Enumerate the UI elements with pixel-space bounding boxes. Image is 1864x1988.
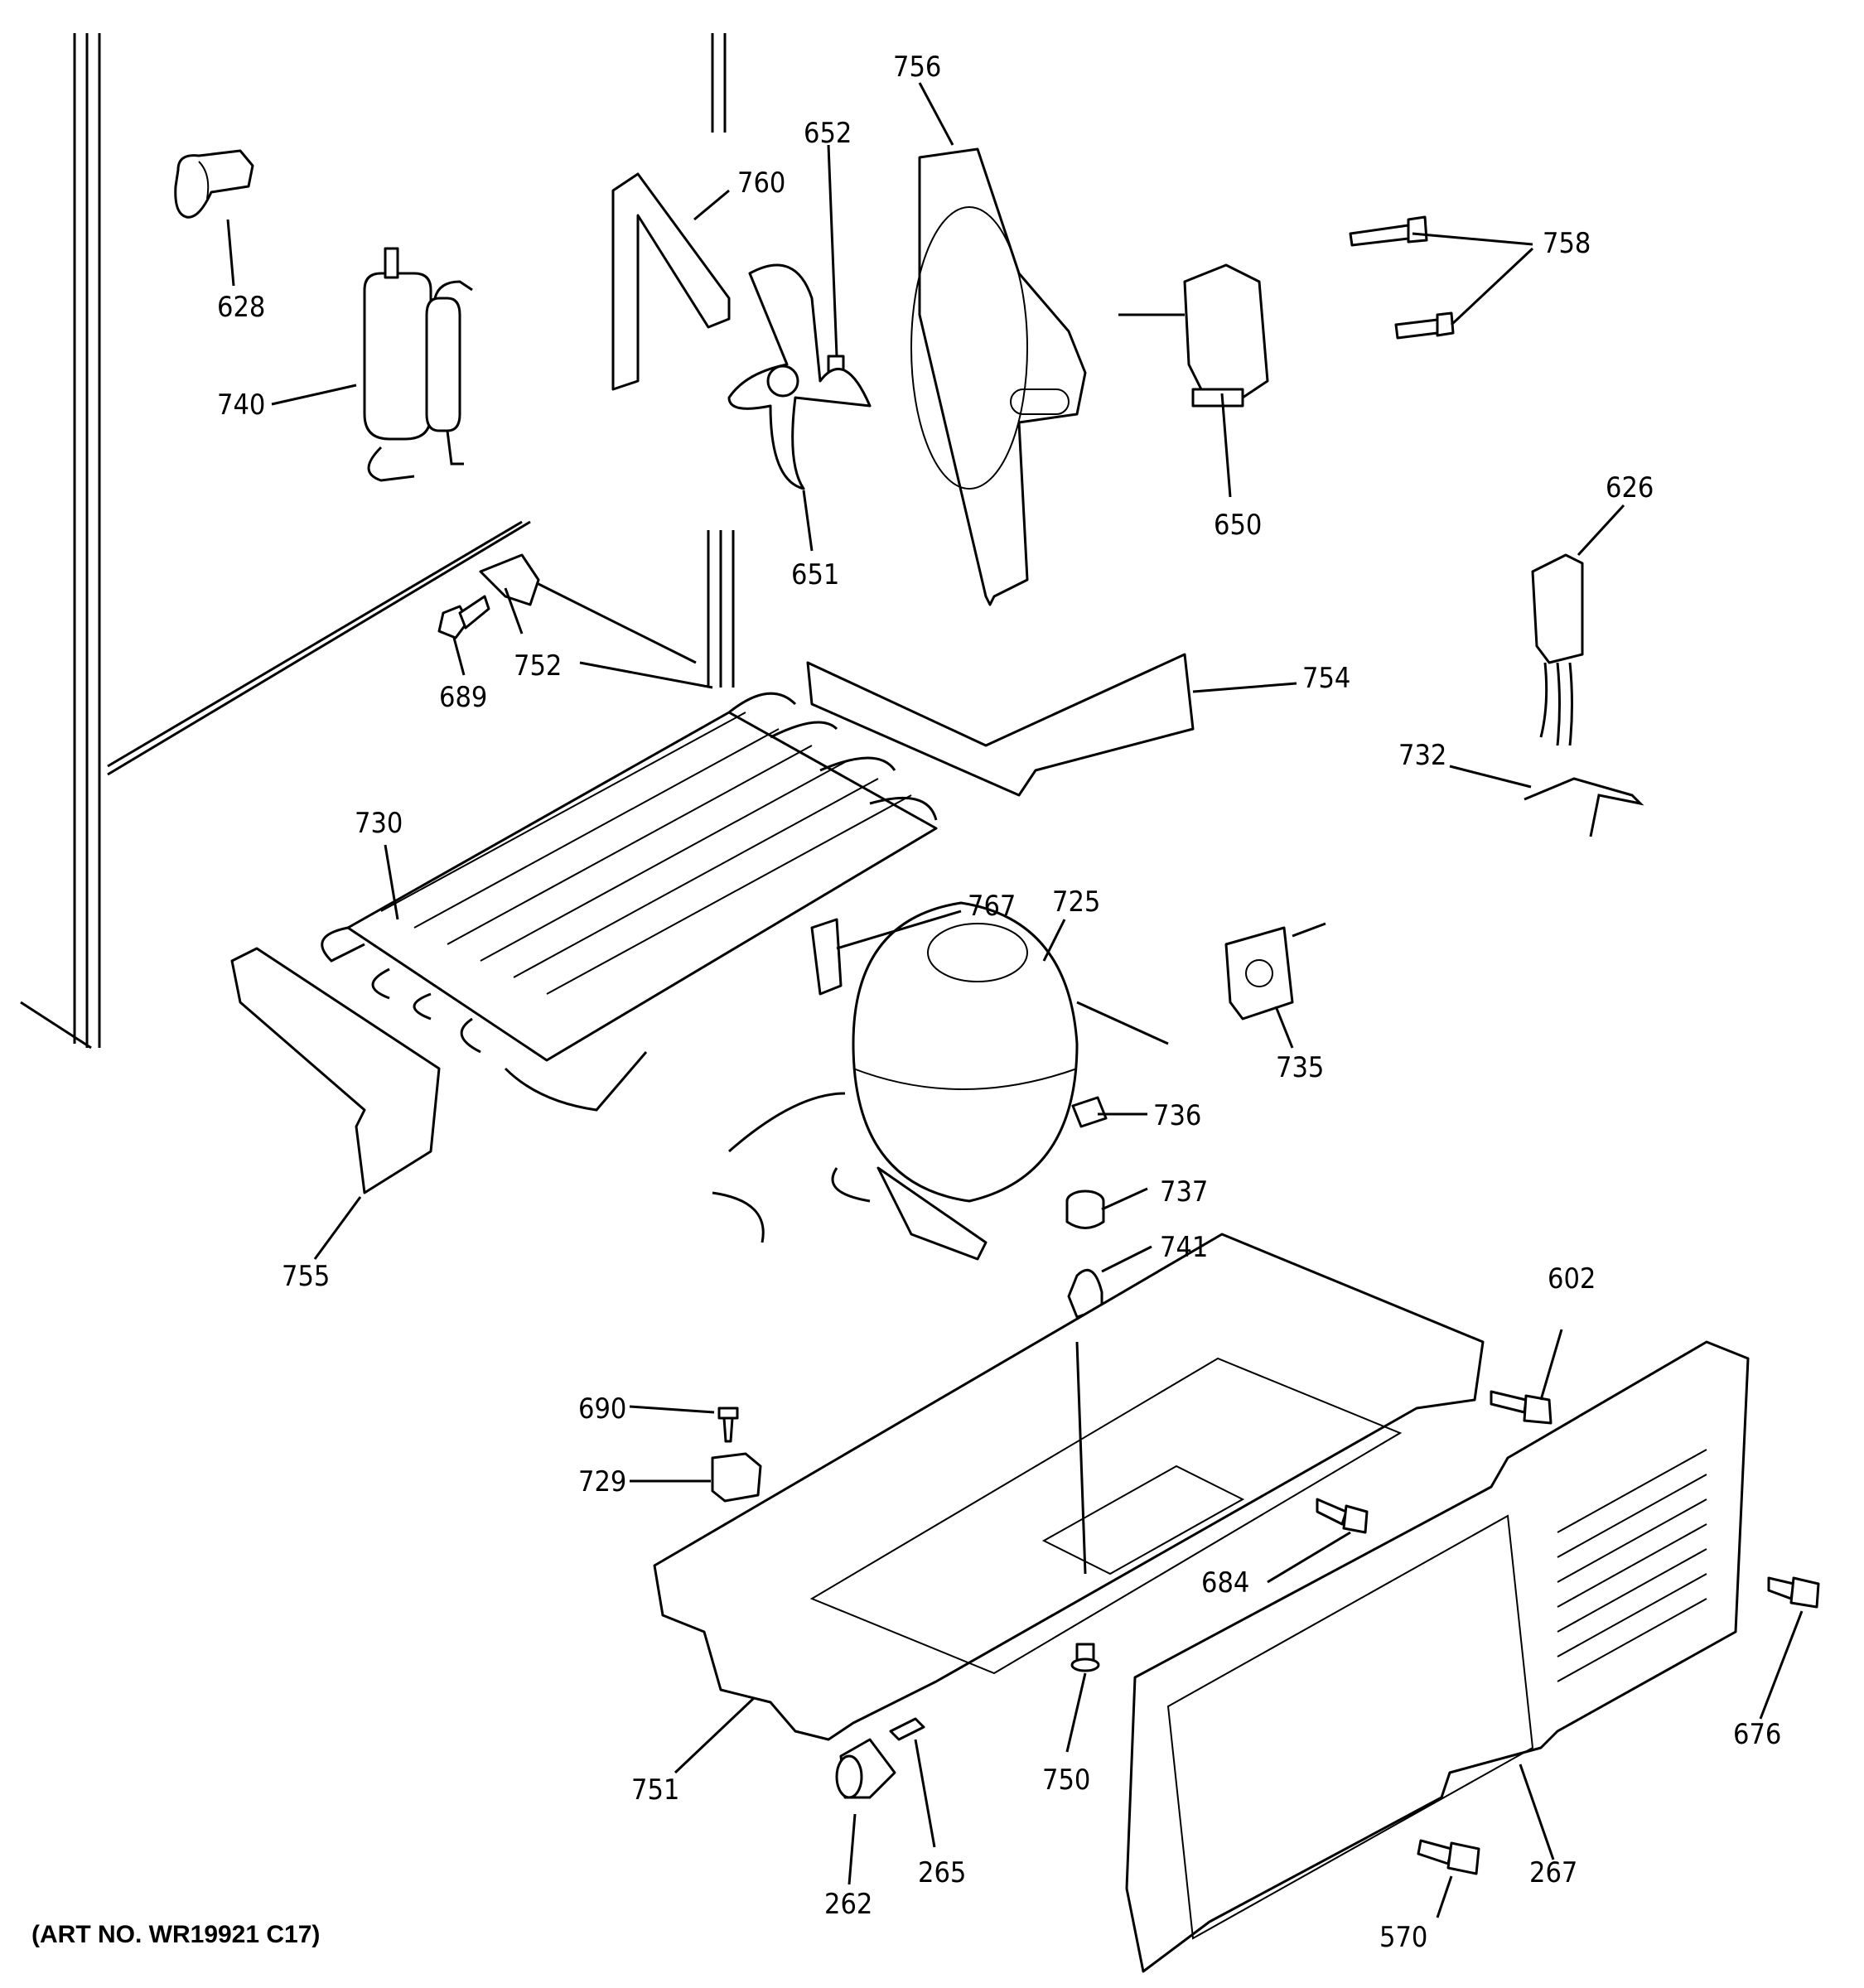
part-754-bracket [806, 653, 1195, 797]
part-689-bolt [437, 595, 490, 639]
label-735: 735 [1276, 1051, 1324, 1084]
part-265-axle [889, 1717, 925, 1741]
leader-lines [226, 82, 1804, 1918]
label-650: 650 [1214, 509, 1262, 542]
label-767: 767 [968, 890, 1016, 923]
label-741: 741 [1160, 1231, 1208, 1264]
part-labels: 628 740 760 652 651 756 650 758 626 752 … [217, 51, 1781, 1954]
part-725-compressor [712, 901, 1169, 1261]
part-760-bracket [611, 172, 731, 391]
art-number: (ART NO. WR19921 C17) [31, 1921, 320, 1948]
label-626: 626 [1606, 471, 1654, 504]
label-684: 684 [1201, 1566, 1249, 1600]
part-732-clip [1524, 777, 1644, 837]
label-754: 754 [1302, 662, 1350, 695]
part-736-clip [1071, 1096, 1108, 1128]
label-265: 265 [918, 1856, 966, 1889]
label-760: 760 [737, 166, 785, 200]
part-267-access-panel [1125, 1340, 1750, 1973]
part-756-shroud [910, 147, 1087, 606]
label-570: 570 [1379, 1921, 1427, 1954]
part-684-screw [1316, 1498, 1369, 1534]
part-729-capacitor [711, 1452, 762, 1503]
part-751-base-pan [653, 1233, 1485, 1741]
label-751: 751 [631, 1773, 679, 1807]
label-730: 730 [355, 807, 403, 840]
label-690: 690 [578, 1392, 626, 1426]
part-730-condenser [321, 692, 938, 1112]
label-652: 652 [804, 117, 852, 150]
part-651-fan-blade [727, 263, 872, 490]
part-735-relay [1224, 922, 1326, 1021]
part-628-clamp [174, 149, 254, 219]
label-752: 752 [514, 649, 562, 683]
part-767-clip [810, 918, 843, 996]
part-752-bracket [479, 553, 540, 606]
part-650-fan-motor [1118, 263, 1269, 408]
label-736: 736 [1153, 1099, 1201, 1132]
label-740: 740 [217, 388, 265, 422]
label-750: 750 [1042, 1764, 1090, 1797]
label-729: 729 [578, 1465, 626, 1498]
label-758: 758 [1543, 227, 1591, 260]
label-732: 732 [1398, 739, 1446, 772]
label-602: 602 [1548, 1262, 1596, 1296]
part-676-screw [1767, 1576, 1820, 1609]
label-689: 689 [439, 681, 487, 714]
cabinet-frame [20, 33, 735, 1049]
part-570-screw [1417, 1839, 1480, 1875]
label-262: 262 [824, 1888, 872, 1921]
part-602-screw [1490, 1390, 1553, 1425]
part-758-screws [1349, 215, 1455, 340]
label-755: 755 [282, 1260, 330, 1293]
label-676: 676 [1733, 1718, 1781, 1751]
part-755-bracket [230, 947, 441, 1194]
part-690-screw [717, 1407, 739, 1443]
label-725: 725 [1052, 885, 1100, 919]
part-626-component [1531, 553, 1584, 746]
label-737: 737 [1160, 1175, 1208, 1209]
part-750-stud [1070, 1643, 1100, 1672]
label-628: 628 [217, 291, 265, 324]
label-267: 267 [1529, 1856, 1577, 1889]
part-737-grommet [1065, 1189, 1105, 1229]
label-756: 756 [893, 51, 941, 84]
part-740-drier [363, 247, 473, 482]
part-262-roller [835, 1738, 896, 1799]
label-651: 651 [791, 558, 839, 591]
